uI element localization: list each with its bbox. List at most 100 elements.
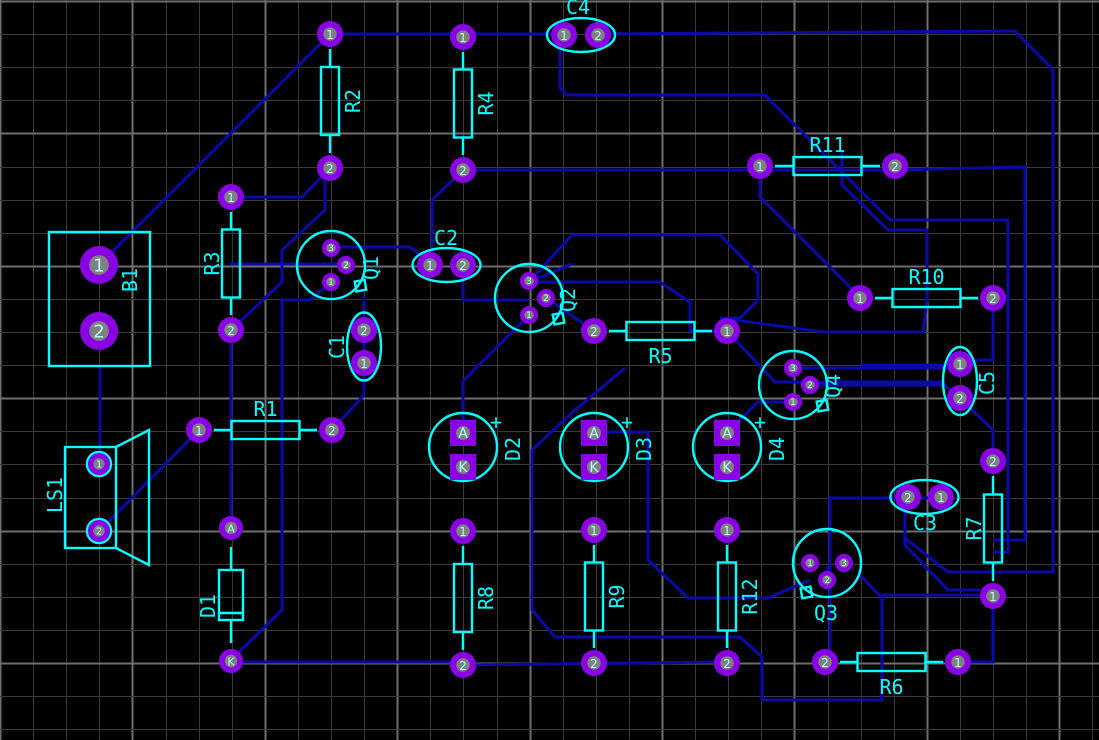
pad-R9-2[interactable]: 2: [581, 650, 607, 676]
pad-label: A: [589, 426, 599, 442]
pad-C5-2[interactable]: 2: [947, 385, 973, 411]
pad-R1-2[interactable]: 2: [319, 417, 345, 443]
pad-R11-1[interactable]: 1: [747, 153, 773, 179]
ref-q2: Q2: [556, 288, 580, 312]
pad-Q1-1[interactable]: 1: [322, 273, 340, 291]
pad-R8-2[interactable]: 2: [450, 652, 476, 678]
drill-hole: [720, 523, 734, 537]
pad-B1-2[interactable]: 2: [80, 312, 118, 350]
capacitor-outline: [345, 311, 383, 382]
pad-R10-2[interactable]: 2: [980, 285, 1006, 311]
pad-label: 2: [360, 324, 368, 338]
pad-D3-K[interactable]: K: [581, 454, 607, 480]
copper-trace: [229, 280, 332, 662]
pad-Q2-1[interactable]: 1: [520, 306, 538, 324]
pad-R6-1[interactable]: 1: [945, 649, 971, 675]
pad-label: 2: [328, 424, 336, 438]
pad-label: K: [458, 460, 468, 476]
pad-R7-1[interactable]: 1: [980, 583, 1006, 609]
transistor-outline: [757, 349, 829, 421]
pad-D4-K[interactable]: K: [714, 454, 740, 480]
ref-d2: D2: [501, 437, 525, 461]
pad-R9-1[interactable]: 1: [581, 517, 607, 543]
pad-label: 1: [954, 656, 962, 670]
drill-hole: [934, 490, 948, 504]
pad-D1-A[interactable]: A: [219, 516, 243, 540]
speaker-cone: [115, 428, 151, 567]
pad-Q3-1[interactable]: 1: [801, 554, 819, 572]
pad-C1-1[interactable]: 1: [351, 350, 377, 376]
pad-label: A: [458, 426, 468, 442]
pad-label: 2: [891, 160, 899, 174]
pad-C1-2[interactable]: 2: [351, 317, 377, 343]
pad-C4-2[interactable]: 2: [585, 22, 611, 48]
pad-C3-1[interactable]: 1: [928, 484, 954, 510]
pad-D2-K[interactable]: K: [450, 454, 476, 480]
pad-C4-1[interactable]: 1: [551, 22, 577, 48]
pad-Q2-2[interactable]: 2: [537, 289, 555, 307]
pad-D4-A[interactable]: A: [714, 420, 740, 446]
pad-R11-2[interactable]: 2: [882, 153, 908, 179]
drill-hole: [224, 323, 238, 337]
pad-Q1-2[interactable]: 2: [337, 256, 355, 274]
pad-B1-1[interactable]: 1: [80, 246, 118, 284]
pad-C3-2[interactable]: 2: [895, 484, 921, 510]
capacitor-outline: [411, 246, 482, 284]
pad-R5-2[interactable]: 2: [581, 318, 607, 344]
pad-label: K: [722, 460, 732, 476]
drill-hole: [89, 321, 109, 341]
led-outline: [558, 411, 630, 483]
ref-q1: Q1: [359, 256, 383, 280]
led-outline: [427, 411, 499, 483]
pad-R12-2[interactable]: 2: [714, 650, 740, 676]
pad-Q1-3[interactable]: 3: [322, 239, 340, 257]
pad-D2-A[interactable]: A: [450, 420, 476, 446]
pad-Q2-3[interactable]: 3: [520, 272, 538, 290]
pad-label: 2: [821, 656, 829, 670]
transistor-outline: [493, 262, 565, 334]
pad-R7-2[interactable]: 2: [980, 448, 1006, 474]
pad-Q4-1[interactable]: 1: [784, 393, 802, 411]
pad-R3-1[interactable]: 1: [218, 184, 244, 210]
pad-R8-1[interactable]: 1: [450, 518, 476, 544]
pad-label: 2: [543, 294, 549, 304]
pad-R12-1[interactable]: 1: [714, 517, 740, 543]
pad-R1-1[interactable]: 1: [186, 417, 212, 443]
pad-R4-2[interactable]: 2: [450, 157, 476, 183]
pad-R5-1[interactable]: 1: [714, 318, 740, 344]
pad-R6-2[interactable]: 2: [812, 649, 838, 675]
battery-outline: [47, 230, 152, 368]
pad-LS1-2[interactable]: 2: [88, 520, 110, 542]
pad-label: 1: [560, 29, 568, 43]
drill-hole: [753, 159, 767, 173]
pad-Q4-3[interactable]: 3: [784, 359, 802, 377]
drill-hole: [224, 521, 238, 535]
drill-hole: [524, 310, 534, 320]
pad-R4-1[interactable]: 1: [450, 24, 476, 50]
drill-hole: [986, 291, 1000, 305]
drill-hole: [818, 655, 832, 669]
ref-ls1: LS1: [43, 477, 67, 513]
pad-C2-1[interactable]: 1: [417, 252, 443, 278]
ref-r4: R4: [474, 91, 498, 115]
drill-hole: [456, 460, 470, 474]
pad-R2-1[interactable]: 1: [317, 21, 343, 47]
pad-R10-1[interactable]: 1: [847, 285, 873, 311]
pad-Q3-2[interactable]: 2: [818, 571, 836, 589]
pad-Q3-3[interactable]: 3: [835, 554, 853, 572]
speaker-body: [63, 445, 118, 550]
pad-D1-K[interactable]: K: [219, 649, 243, 673]
pad-label: 2: [326, 162, 334, 176]
pad-R2-2[interactable]: 2: [317, 155, 343, 181]
pad-D3-A[interactable]: A: [581, 420, 607, 446]
pad-label: 3: [526, 277, 532, 287]
pad-LS1-1[interactable]: 1: [88, 453, 110, 475]
pad-C5-1[interactable]: 1: [947, 351, 973, 377]
pad-R3-2[interactable]: 2: [218, 317, 244, 343]
drill-hole: [986, 589, 1000, 603]
pad-Q4-2[interactable]: 2: [801, 376, 819, 394]
pad-C2-2[interactable]: 2: [450, 252, 476, 278]
